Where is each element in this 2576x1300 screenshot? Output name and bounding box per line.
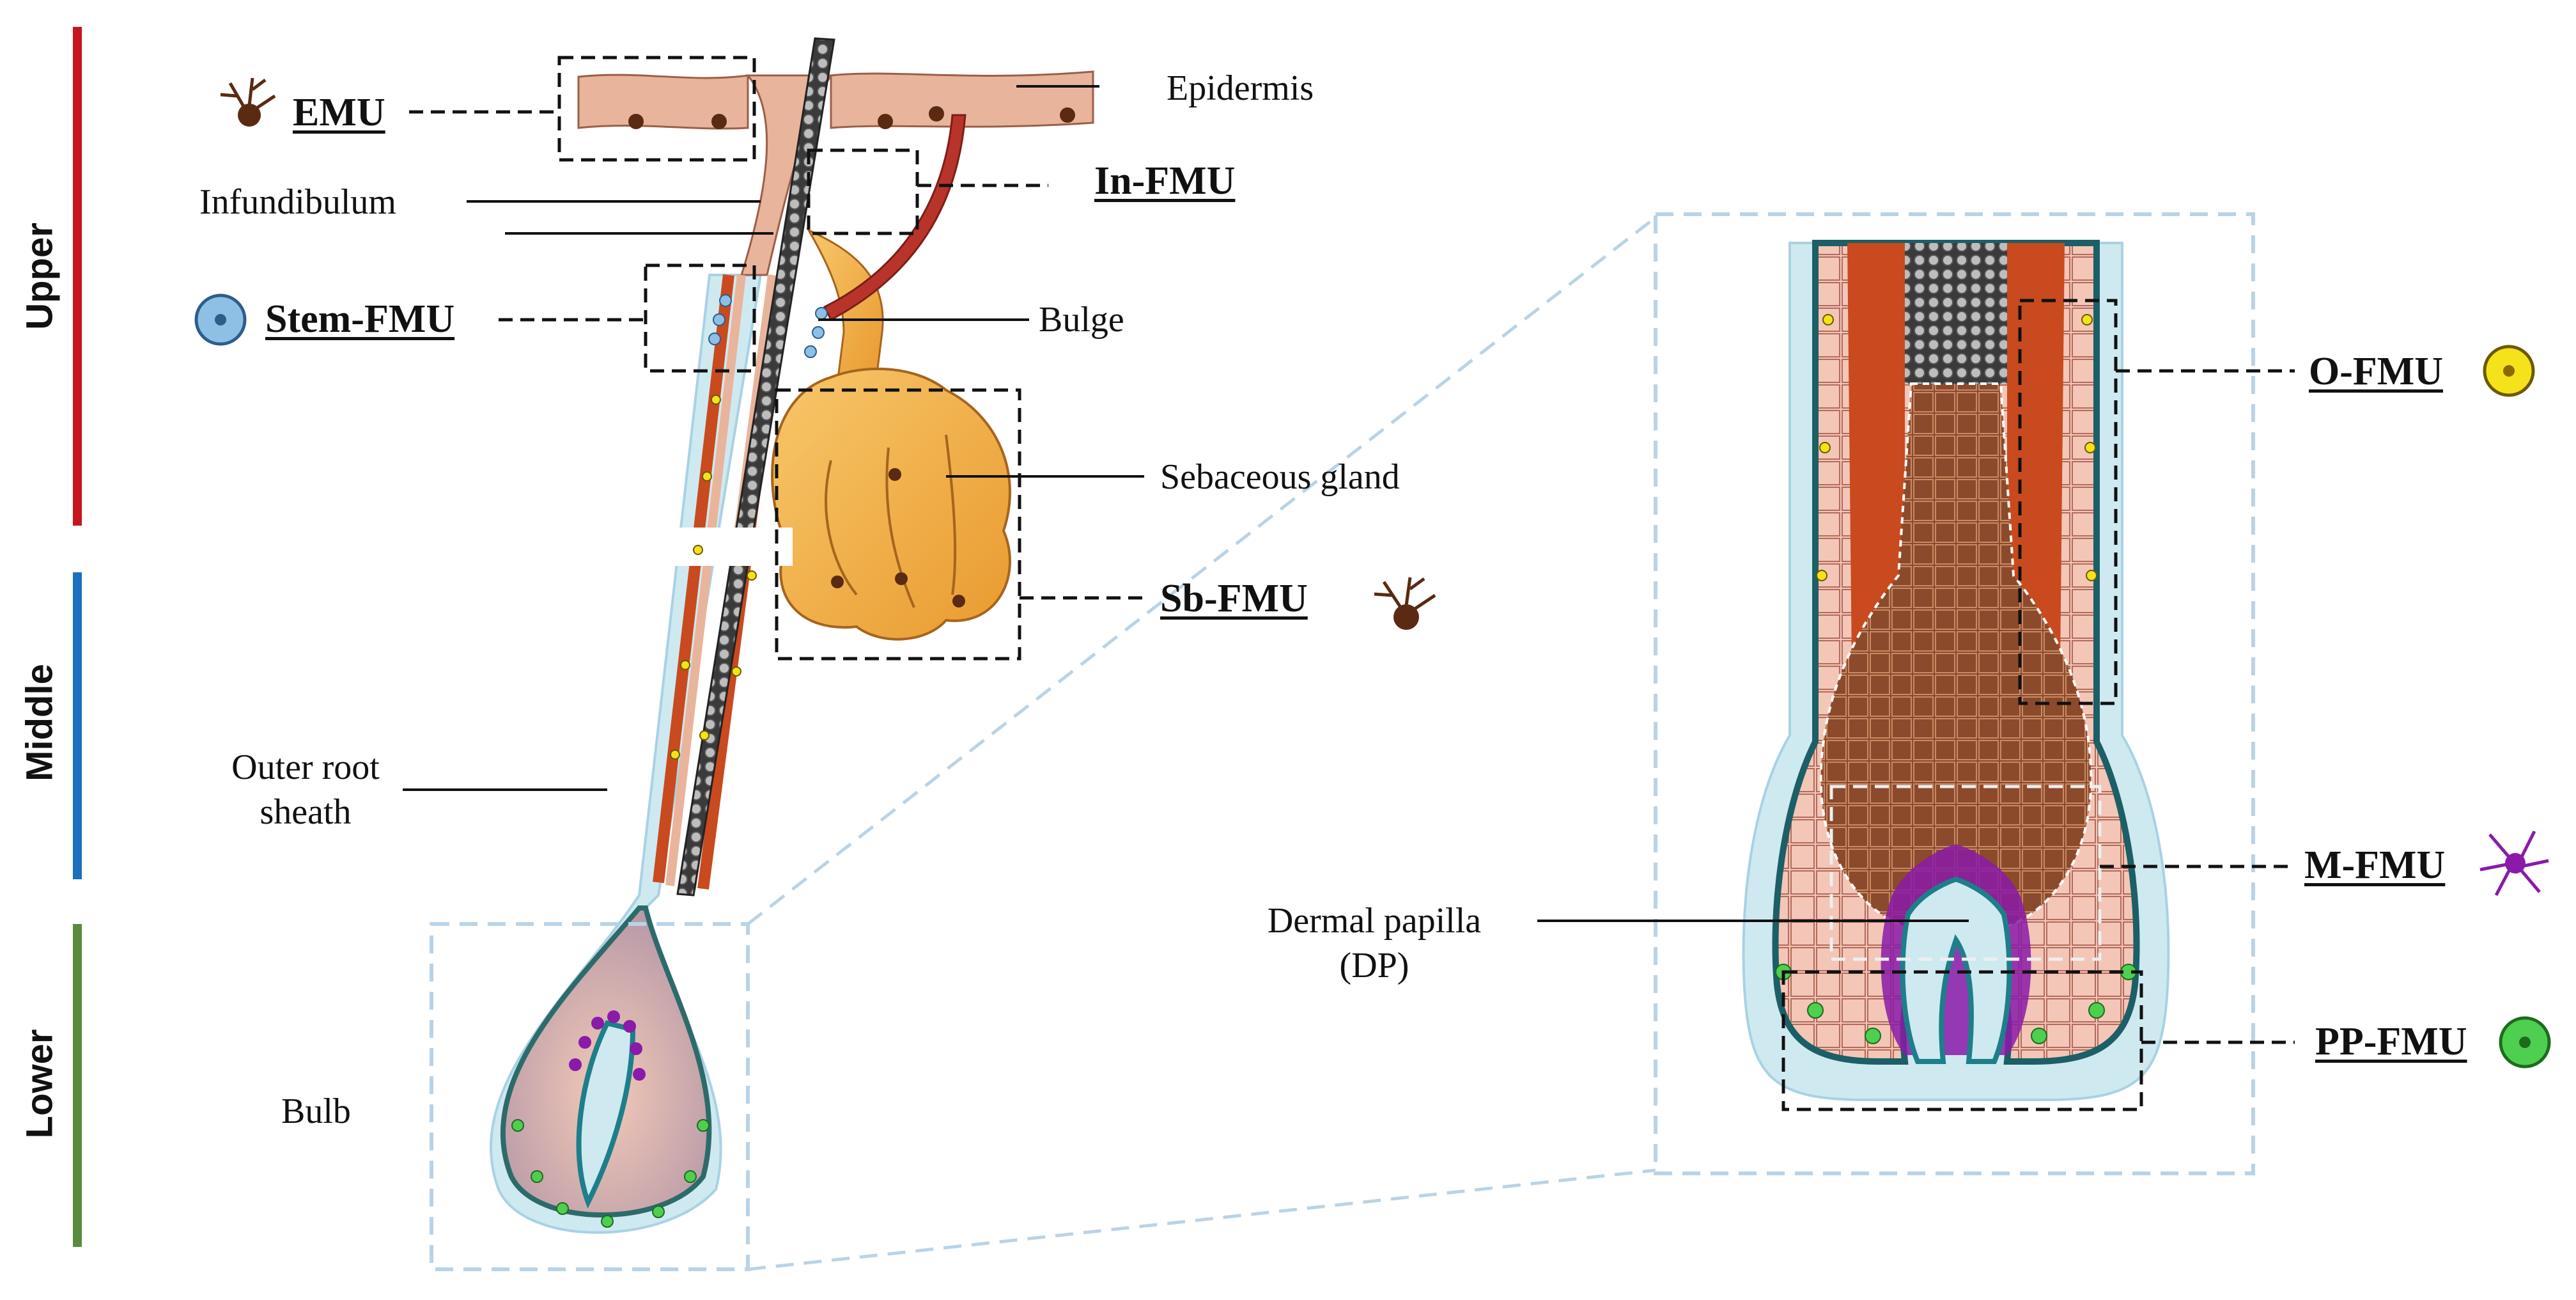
- label-in-fmu: In-FMU: [1094, 159, 1236, 203]
- label-o-fmu: O-FMU: [2309, 350, 2444, 393]
- melanocyte-icon-sb: [1374, 577, 1436, 630]
- root-sheath-left: [653, 274, 734, 884]
- zone-label-upper: Upper: [19, 223, 61, 330]
- label-dermal-papilla-line2: (DP): [1339, 946, 1409, 985]
- stem-fmu-box: [644, 263, 756, 373]
- sb-fmu-box: [775, 388, 1021, 661]
- m-cell-icon: [2479, 830, 2549, 897]
- sebaceous-gland-shape: [771, 228, 1011, 641]
- epidermis-layer: [577, 70, 1094, 130]
- in-fmu-box: [807, 148, 919, 235]
- detail-zoom-box: [1654, 212, 2255, 1175]
- label-outer-root-sheath: Outer root sheath: [203, 749, 408, 830]
- zone-bar-upper: [73, 27, 82, 526]
- label-dermal-papilla: Dermal papilla (DP): [1240, 903, 1509, 983]
- leader-lines: [403, 85, 1969, 922]
- m-fmu-box: [1829, 785, 2102, 961]
- zone-bar-lower: [73, 924, 82, 1247]
- purple-cells-bulb: [569, 1010, 646, 1081]
- melanocyte-markers: [628, 106, 1075, 607]
- label-emu: EMU: [293, 91, 385, 134]
- yellow-cells-sheath: [670, 395, 757, 760]
- label-stem-fmu: Stem-FMU: [265, 297, 455, 341]
- label-sebaceous-gland: Sebaceous gland: [1160, 457, 1400, 497]
- detail-bulb: [1742, 240, 2170, 1101]
- green-cells-bulb: [511, 1119, 710, 1228]
- zone-label-middle: Middle: [19, 664, 61, 781]
- bulb-zoom-box: [430, 922, 750, 1271]
- emu-box: [557, 56, 756, 162]
- dashed-leaders: [409, 110, 2295, 1044]
- label-bulb: Bulb: [281, 1092, 351, 1131]
- label-epidermis: Epidermis: [1167, 68, 1314, 108]
- label-bulge: Bulge: [1039, 300, 1124, 340]
- bulb-papilla: [576, 1020, 636, 1209]
- label-pp-fmu: PP-FMU: [2315, 1020, 2467, 1063]
- hair-shaft: [676, 37, 835, 897]
- label-dermal-papilla-line1: Dermal papilla: [1267, 901, 1482, 941]
- label-m-fmu: M-FMU: [2304, 843, 2446, 887]
- melanocyte-icon-emu: [220, 77, 276, 127]
- zone-bar-middle: [73, 572, 82, 879]
- label-infundibulum: Infundibulum: [199, 182, 396, 222]
- label-outer-root-line1: Outer root: [231, 748, 380, 787]
- label-sb-fmu: Sb-FMU: [1160, 577, 1308, 620]
- zone-label-lower: Lower: [19, 1029, 61, 1139]
- label-outer-root-line2: sheath: [260, 792, 352, 832]
- o-fmu-box: [2018, 299, 2118, 705]
- stem-cells-bulge: [708, 294, 828, 358]
